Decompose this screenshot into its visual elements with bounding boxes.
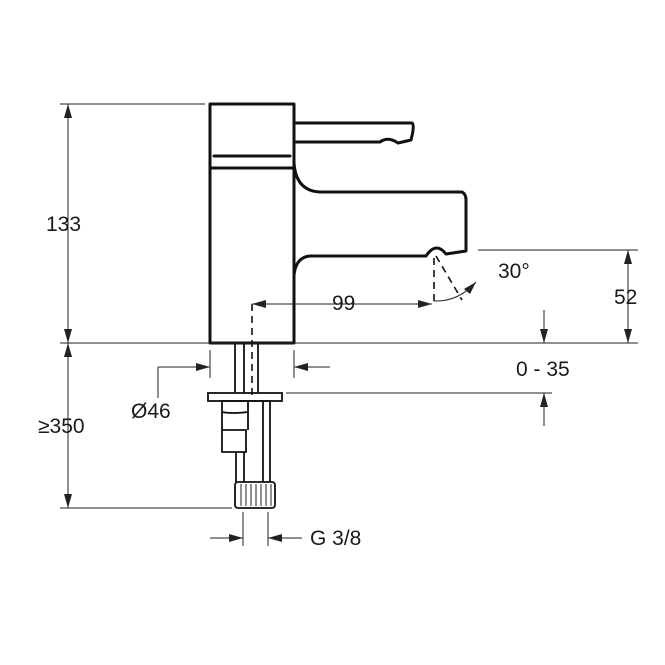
spout-angle-label: 30° <box>498 260 530 283</box>
dimension-spout-reach: 99 <box>251 292 432 395</box>
lever-handle <box>292 121 415 145</box>
spout-height-label: 52 <box>614 286 637 309</box>
connection-thread-label: G 3/8 <box>310 527 361 550</box>
body-diameter-label: Ø46 <box>131 400 171 423</box>
dimension-spout-angle: 30° <box>433 255 530 306</box>
under-deck-assembly <box>207 343 283 509</box>
spout <box>292 161 468 277</box>
hose-length-label: ≥350 <box>38 415 85 438</box>
dimension-deck-thickness: 0 - 35 <box>286 310 570 426</box>
spout-reach-label: 99 <box>332 292 355 315</box>
dimension-spout-height: 52 <box>478 249 638 343</box>
dimension-height-total: 133 <box>46 103 205 343</box>
height-total-label: 133 <box>46 213 81 236</box>
dimension-connection-thread: G 3/8 <box>210 512 361 550</box>
dimension-body-diameter: Ø46 <box>131 350 330 423</box>
dimension-hose-length: ≥350 <box>38 343 232 509</box>
deck-thickness-label: 0 - 35 <box>516 358 570 381</box>
